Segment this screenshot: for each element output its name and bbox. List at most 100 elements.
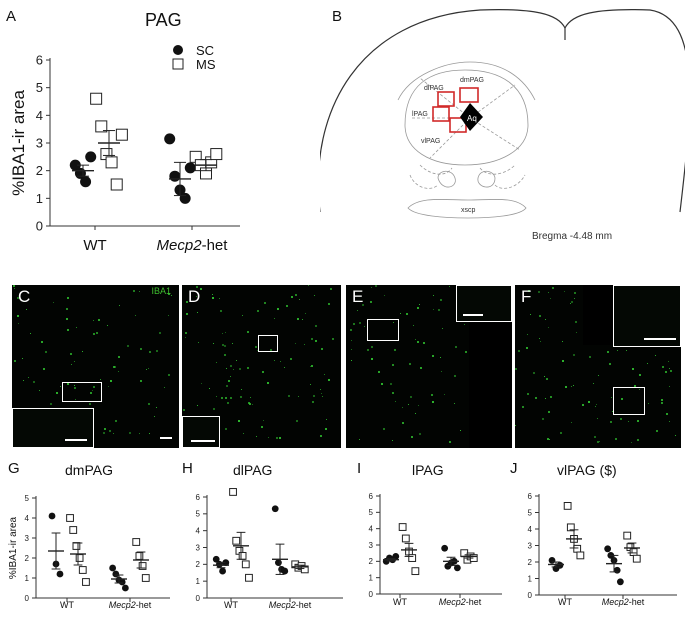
- microglia-signal: [264, 302, 266, 304]
- microglia-signal: [276, 437, 278, 439]
- microglia-signal: [14, 360, 16, 362]
- microglia-signal: [661, 399, 663, 401]
- sc-data-point: [453, 564, 461, 572]
- microglia-signal: [573, 385, 574, 386]
- ms-data-point: [95, 120, 108, 133]
- microglia-signal: [669, 386, 670, 387]
- microglia-signal: [628, 421, 629, 422]
- tissue-edge-e: [469, 322, 512, 448]
- y-axis-label: %IBA1-ir area: [8, 516, 19, 579]
- chart-title: dlPAG: [233, 462, 272, 478]
- sc-data-point: [85, 151, 97, 163]
- microglia-signal: [637, 439, 639, 441]
- ms-data-point: [66, 514, 74, 522]
- microglia-signal: [200, 288, 202, 290]
- microglia-signal: [574, 292, 576, 294]
- microglia-signal: [406, 313, 408, 315]
- microglia-signal: [632, 368, 634, 370]
- microglia-signal: [216, 362, 217, 363]
- sc-data-point: [441, 544, 449, 552]
- y-tick-label: 3: [528, 541, 533, 550]
- microglia-signal: [314, 295, 315, 296]
- chart-title: PAG: [145, 10, 182, 30]
- microglia-signal: [74, 361, 75, 362]
- microglia-signal: [232, 343, 233, 344]
- sc-data-point: [271, 505, 279, 513]
- y-tick-label: 0: [25, 594, 30, 603]
- microglia-signal: [296, 420, 298, 422]
- microglia-signal: [225, 397, 227, 399]
- microglia-signal: [661, 402, 663, 404]
- y-axis-label: %IBA1-ir area: [9, 90, 28, 196]
- ms-data-point: [401, 534, 410, 543]
- microglia-signal: [441, 371, 442, 372]
- panel-label-i: I: [357, 460, 362, 477]
- microglia-signal: [196, 296, 197, 297]
- dlpag-region-label: dlPAG: [424, 85, 444, 92]
- microglia-signal: [670, 370, 672, 372]
- microglia-signal: [288, 395, 290, 397]
- ms-data-point: [229, 488, 237, 496]
- microglia-signal: [394, 349, 396, 351]
- y-tick-label: 4: [25, 514, 30, 523]
- bregma-label: Bregma -4.48 mm: [532, 231, 612, 242]
- microglia-signal: [263, 420, 264, 421]
- microglia-signal: [96, 332, 98, 334]
- microglia-signal: [420, 367, 422, 369]
- microglia-signal: [67, 329, 69, 331]
- microglia-signal: [564, 291, 565, 292]
- microglia-signal: [295, 294, 297, 296]
- microglia-signal: [103, 432, 105, 434]
- ms-data-point: [623, 531, 632, 540]
- ms-data-point: [573, 544, 582, 553]
- microglia-signal: [598, 375, 599, 376]
- microglia-signal: [154, 416, 155, 417]
- chart-title: lPAG: [412, 462, 444, 478]
- microglia-signal: [647, 363, 648, 364]
- sc-data-point: [275, 559, 282, 567]
- microglia-signal: [230, 376, 231, 377]
- microglia-signal: [149, 351, 151, 353]
- micrograph-e: E: [346, 285, 512, 448]
- microglia-signal: [438, 309, 440, 311]
- microglia-signal: [291, 296, 293, 298]
- ms-data-point: [90, 92, 103, 105]
- microglia-signal: [248, 402, 250, 404]
- microglia-signal: [402, 407, 403, 408]
- microglia-signal: [28, 377, 29, 378]
- microglia-signal: [351, 360, 352, 361]
- microglia-signal: [41, 341, 43, 343]
- microglia-signal: [280, 361, 281, 362]
- microglia-signal: [183, 409, 185, 411]
- sc-data-point: [212, 555, 220, 563]
- microglia-signal: [548, 292, 549, 293]
- microglia-signal: [213, 343, 214, 344]
- y-tick-label: 3: [36, 136, 43, 151]
- microglia-signal: [221, 397, 223, 399]
- microglia-signal: [284, 367, 285, 368]
- microglia-signal: [615, 438, 617, 440]
- y-tick-label: 4: [36, 108, 43, 123]
- y-tick-label: 1: [528, 574, 533, 583]
- microglia-signal: [515, 425, 516, 426]
- microglia-signal: [209, 388, 210, 389]
- microglia-signal: [53, 302, 54, 303]
- sc-data-point: [48, 512, 56, 520]
- microglia-signal: [13, 285, 15, 287]
- microglia-signal: [432, 355, 434, 357]
- microglia-signal: [224, 345, 226, 347]
- microglia-signal: [395, 401, 396, 402]
- microglia-signal: [148, 368, 149, 369]
- microglia-signal: [171, 295, 172, 296]
- ms-data-point: [69, 526, 78, 534]
- microglia-signal: [220, 310, 222, 312]
- microglia-signal: [522, 406, 524, 408]
- sc-data-point: [548, 556, 556, 564]
- microglia-signal: [668, 361, 669, 362]
- microglia-signal: [617, 350, 618, 351]
- y-tick-label: 0: [196, 594, 201, 603]
- y-tick-label: 6: [369, 492, 374, 501]
- microglia-signal: [17, 315, 19, 317]
- brain-outline: [320, 9, 685, 213]
